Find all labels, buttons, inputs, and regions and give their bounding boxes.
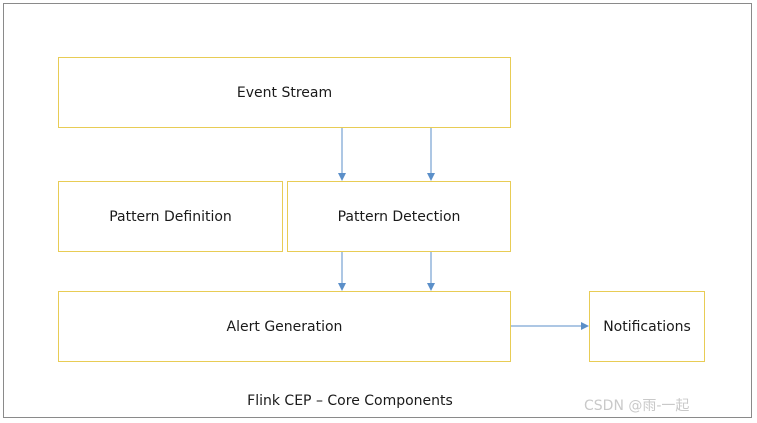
notifications-label: Notifications xyxy=(603,318,691,335)
pattern-definition-label: Pattern Definition xyxy=(109,208,232,225)
pattern-detection-label: Pattern Detection xyxy=(337,208,461,225)
event-stream-label: Event Stream xyxy=(236,84,333,101)
alert-generation-node: Alert Generation xyxy=(58,291,511,362)
event-stream-node: Event Stream xyxy=(58,57,511,128)
notifications-node: Notifications xyxy=(589,291,705,362)
watermark: CSDN @雨-一起 xyxy=(584,398,690,414)
pattern-detection-node: Pattern Detection xyxy=(287,181,511,252)
diagram-frame xyxy=(3,3,752,418)
pattern-definition-node: Pattern Definition xyxy=(58,181,283,252)
diagram-caption: Flink CEP – Core Components xyxy=(247,393,453,409)
alert-generation-label: Alert Generation xyxy=(226,318,343,335)
